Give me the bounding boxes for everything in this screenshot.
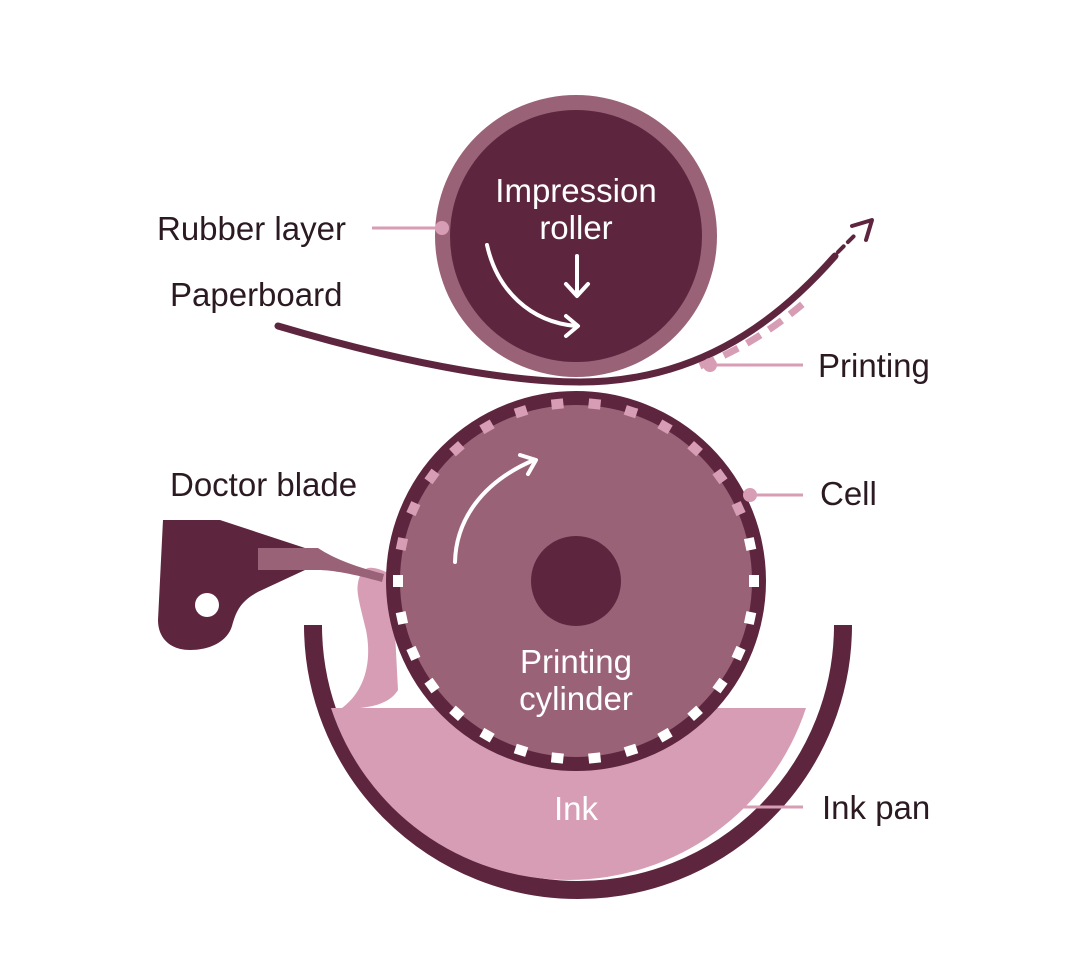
cylinder-cell — [623, 743, 639, 757]
cylinder-cell — [393, 575, 403, 587]
cylinder-cell — [588, 398, 602, 410]
paperboard-web — [274, 252, 839, 386]
cylinder-cell — [749, 575, 759, 587]
cylinder-cell — [712, 677, 728, 694]
cylinder-cell — [623, 405, 639, 419]
label-ink-pan: Ink pan — [822, 789, 930, 826]
cylinder-axle — [531, 536, 621, 626]
cylinder-cell — [550, 398, 564, 410]
cylinder-cell — [731, 645, 746, 661]
label-impression-line1: Impression — [495, 172, 656, 209]
cylinder-cell — [424, 677, 440, 694]
cylinder-cell — [479, 727, 495, 743]
label-impression-line2: roller — [539, 209, 612, 246]
cylinder-cell — [449, 440, 465, 457]
impression-roller — [435, 95, 717, 377]
ink-pool — [331, 708, 806, 880]
cylinder-cell — [687, 705, 703, 722]
cylinder-cell — [479, 419, 495, 435]
cylinder-cell — [743, 537, 757, 551]
label-cell: Cell — [820, 475, 877, 512]
cylinder-cell — [588, 752, 602, 764]
label-cylinder-line2: cylinder — [519, 680, 633, 717]
ink-film — [342, 567, 398, 708]
cylinder-cell — [513, 405, 529, 419]
cylinder-cell — [731, 501, 746, 517]
cylinder-rotation-arrow-icon — [453, 453, 538, 564]
ink-pan — [304, 624, 852, 899]
cylinder-cell — [657, 727, 673, 743]
cylinder-cells — [393, 398, 759, 764]
cylinder-cell — [550, 752, 564, 764]
cylinder-cell — [513, 743, 529, 757]
cylinder-cell — [395, 611, 409, 625]
cylinder-cell — [424, 468, 440, 485]
cylinder-cell — [657, 419, 673, 435]
roller-rotation-arrow-icon — [485, 243, 580, 338]
paperboard-direction-arrow-icon — [836, 218, 874, 254]
cylinder-cell — [687, 440, 703, 457]
printing-cylinder — [386, 391, 766, 771]
cylinder-cell — [406, 645, 421, 661]
label-doctor-blade: Doctor blade — [170, 466, 357, 503]
cylinder-cell — [743, 611, 757, 625]
down-arrow-icon — [564, 254, 590, 298]
label-paperboard: Paperboard — [170, 276, 342, 313]
label-cylinder-line1: Printing — [520, 643, 632, 680]
doctor-blade-edge — [258, 548, 384, 582]
cylinder-cell — [406, 501, 421, 517]
cylinder-cell — [449, 705, 465, 722]
cylinder-cell — [712, 468, 728, 485]
doctor-blade — [158, 520, 384, 650]
leader-lines — [372, 221, 803, 814]
cylinder-cell — [395, 537, 409, 551]
doctor-blade-pivot — [195, 593, 219, 617]
label-ink: Ink — [554, 790, 599, 827]
label-printing: Printing — [818, 347, 930, 384]
impression-roller-core — [450, 110, 702, 362]
label-rubber-layer: Rubber layer — [157, 210, 346, 247]
doctor-blade-holder — [158, 520, 305, 650]
